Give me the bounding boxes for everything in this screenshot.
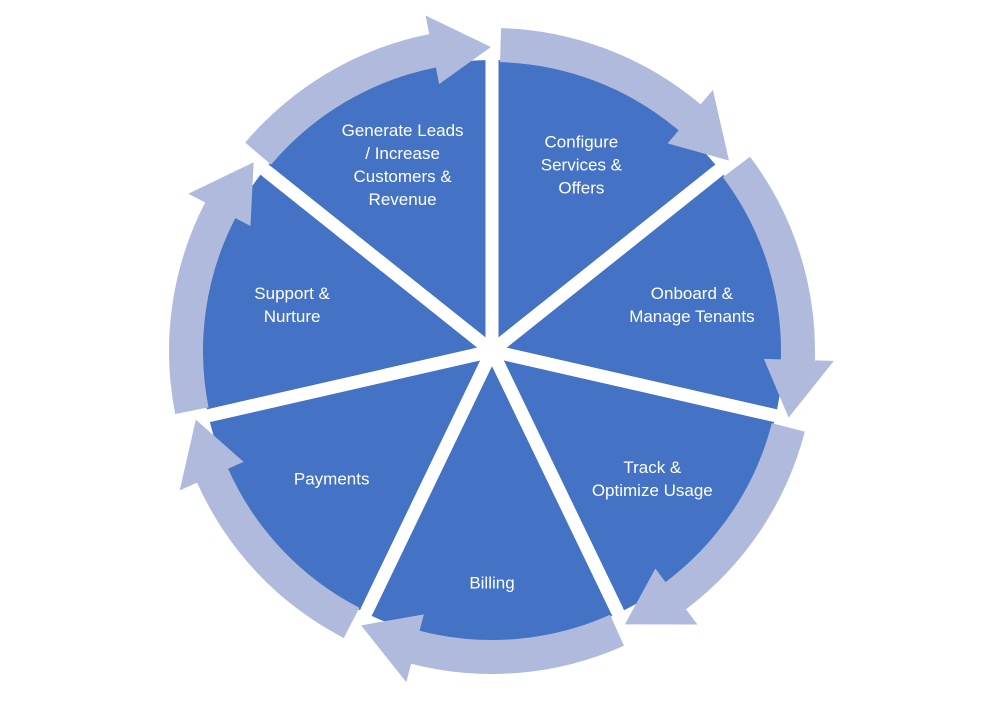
segment-separator-inner [487, 166, 722, 357]
segment-label-payments: Payments [294, 467, 370, 490]
segment-label-line: Customers & [353, 167, 452, 187]
segment-label-line: Generate Leads [341, 121, 464, 141]
segment-separator-outer [214, 128, 270, 175]
segment-label-line: Offers [558, 178, 605, 198]
segment-separator-inner [361, 348, 498, 614]
segment-separator-outer [613, 608, 649, 670]
segment-label-line: Configure [544, 132, 619, 152]
cycle-arrow-payments [179, 419, 360, 638]
segment-label-line: Billing [469, 573, 515, 593]
segment-separator-outer [714, 128, 770, 175]
segment-label-line: / Increase [365, 144, 440, 164]
segment-label-track: Track & Optimize Usage [592, 456, 713, 502]
segment-separator-inner [262, 166, 497, 357]
segment-label-support: Support & Nurture [254, 282, 330, 328]
segment-separator-inner [490, 344, 775, 422]
segment-label-line: Payments [293, 469, 370, 489]
segment-label-line: Services & [540, 155, 623, 175]
segment-separator-outer [771, 411, 837, 434]
segment-label-onboard: Onboard & Manage Tenants [629, 282, 754, 328]
cycle-arrow-billing [361, 614, 624, 683]
segment-label-line: Onboard & [650, 284, 733, 304]
segment-separator-inner [486, 348, 623, 614]
segment-label-line: Nurture [263, 307, 321, 327]
cycle-arrow-track [624, 423, 805, 625]
segment-label-line: Revenue [368, 190, 437, 210]
segment-label-line: Track & [623, 457, 682, 477]
segment-label-billing: Billing [469, 572, 514, 595]
cycle-arrow-onboard [722, 156, 834, 418]
segment-label-line: Manage Tenants [629, 307, 755, 327]
cycle-arrow-generate [245, 15, 491, 165]
cycle-arrows [168, 15, 834, 683]
segment-separator-outer [147, 411, 213, 434]
segment-separator-inner [209, 344, 494, 422]
cycle-arrow-support [168, 162, 254, 415]
segment-label-line: Optimize Usage [591, 480, 713, 500]
cycle-arrow-configure [500, 28, 730, 161]
segment-label-line: Support & [254, 284, 330, 304]
segment-separator-outer [335, 608, 371, 670]
